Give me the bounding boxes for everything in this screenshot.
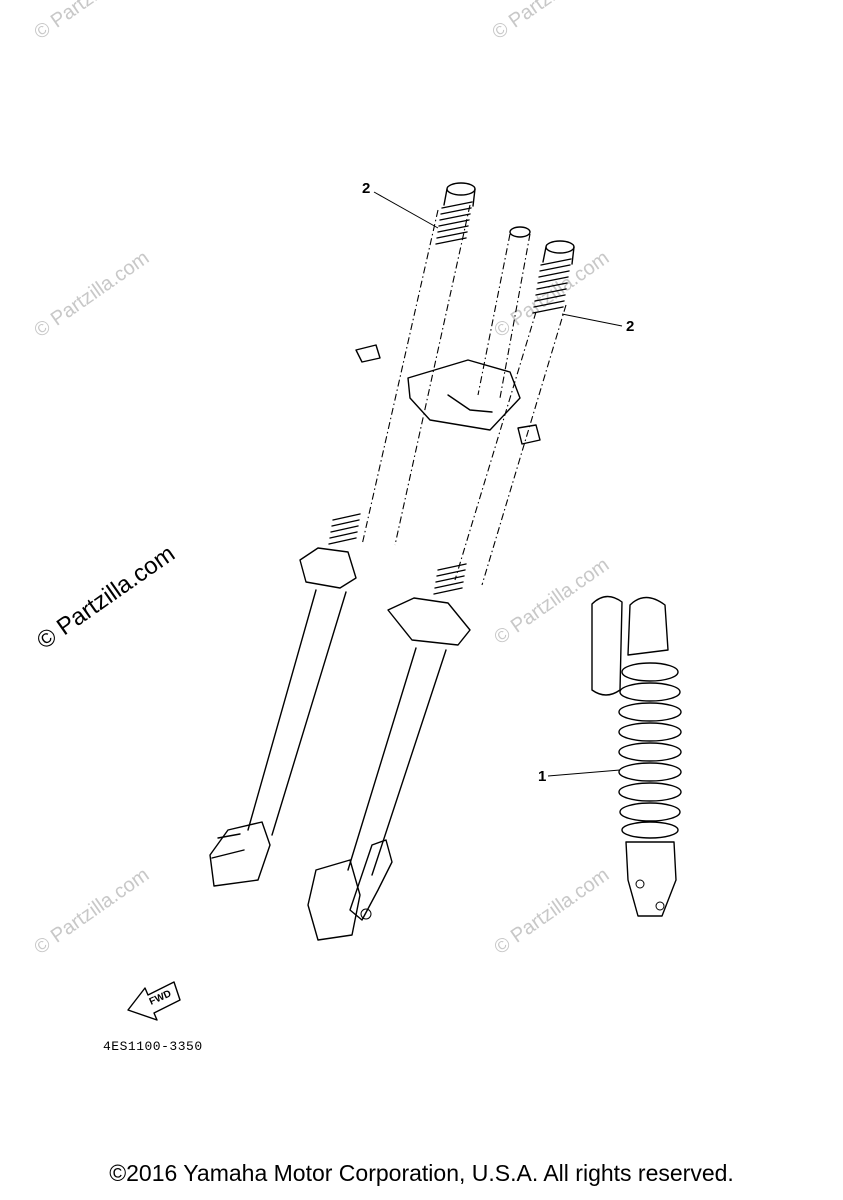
- watermark-upper-left: © Partzilla.com: [30, 247, 153, 342]
- callout-fork-spring-right: 2: [626, 318, 634, 335]
- callout-fork-spring-left: 2: [362, 180, 370, 197]
- forward-arrow-icon: FWD: [127, 981, 181, 1021]
- leader-line-fork-spring-right: [561, 313, 623, 327]
- watermark-lower-left: © Partzilla.com: [30, 864, 153, 959]
- watermark-layer: © Partzilla.com © Partzilla.com © Partzi…: [30, 0, 613, 959]
- watermark-top-right: © Partzilla.com: [488, 0, 611, 44]
- right-fork: [307, 240, 575, 941]
- leader-line-shock-spring: [547, 769, 621, 777]
- callout-layer: 2 2 1: [362, 180, 634, 785]
- shock-spring: [618, 662, 682, 839]
- callout-shock-spring: 1: [538, 768, 546, 785]
- diagram-code: 4ES1100-3350: [103, 1039, 203, 1054]
- watermark-top-left: © Partzilla.com: [30, 0, 153, 44]
- left-fork: [209, 182, 476, 887]
- rear-shock: [591, 595, 682, 917]
- watermark-upper-right: © Partzilla.com: [490, 247, 613, 342]
- copyright-notice: ©2016 Yamaha Motor Corporation, U.S.A. A…: [109, 1160, 734, 1186]
- watermark-lower-right: © Partzilla.com: [490, 864, 613, 959]
- leader-line-fork-spring-left: [373, 191, 439, 229]
- watermark-main: © Partzilla.com: [32, 540, 180, 655]
